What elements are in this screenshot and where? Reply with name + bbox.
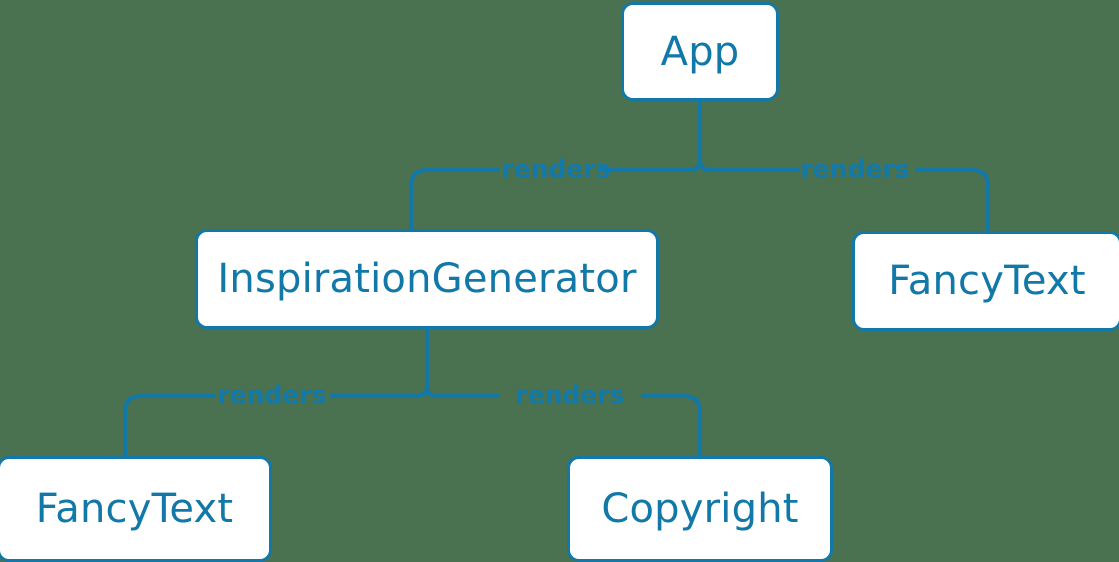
node-fancytext-bottom-left[interactable]: FancyText: [0, 456, 272, 562]
edge-inspiration-split-right: [425, 385, 500, 398]
node-copyright[interactable]: Copyright: [567, 456, 833, 562]
node-fancytext-right[interactable]: FancyText: [852, 231, 1119, 331]
edge-app-inspiration: [409, 168, 500, 229]
node-fancytext-right-label: FancyText: [888, 258, 1086, 304]
edge-label-app-fancytext: renders: [800, 154, 910, 184]
edge-inspiration-fancytext: [123, 394, 215, 456]
edge-label-app-inspiration: renders: [501, 154, 611, 184]
edge-label-inspiration-fancytext: renders: [217, 380, 327, 410]
node-copyright-label: Copyright: [601, 486, 799, 532]
edge-app-split-right: [698, 159, 800, 172]
edge-inspiration-copyright: [641, 394, 702, 456]
edge-app-split-left: [600, 159, 702, 172]
node-fancytext-bottom-left-label: FancyText: [35, 486, 234, 532]
node-app-label: App: [660, 28, 740, 75]
edge-inspiration-split-left: [330, 385, 429, 398]
edge-app-fancytext: [915, 168, 990, 231]
node-inspiration-generator[interactable]: InspirationGenerator: [195, 229, 659, 329]
node-inspiration-generator-label: InspirationGenerator: [217, 256, 637, 302]
edge-label-inspiration-copyright: renders: [515, 380, 625, 410]
node-app[interactable]: App: [621, 2, 779, 101]
